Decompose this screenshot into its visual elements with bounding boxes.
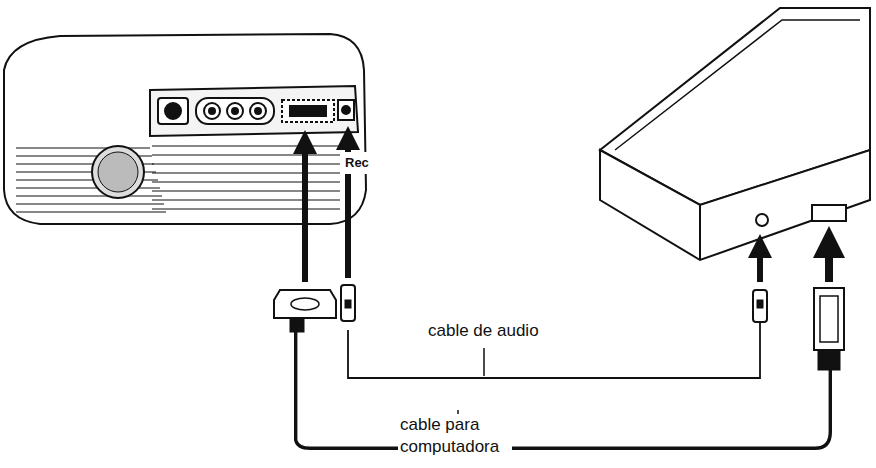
vent-line (152, 181, 340, 182)
vent-line (152, 199, 340, 200)
laptop (600, 8, 870, 260)
cable-label: cable de audio (426, 320, 541, 342)
vent-line (16, 203, 164, 204)
vent-line (16, 195, 162, 196)
vent-line (152, 163, 340, 164)
cables (274, 285, 844, 448)
vent-line (152, 145, 340, 146)
vent-line (152, 190, 340, 191)
insert-arrows (305, 138, 829, 282)
vent-line (152, 172, 340, 173)
brand-logo: Rec (343, 152, 371, 174)
vent-line (16, 211, 166, 212)
cable-label: cable para computadora (398, 414, 512, 458)
vent-line (152, 208, 340, 209)
vent-line (152, 154, 340, 155)
projector (4, 34, 366, 224)
